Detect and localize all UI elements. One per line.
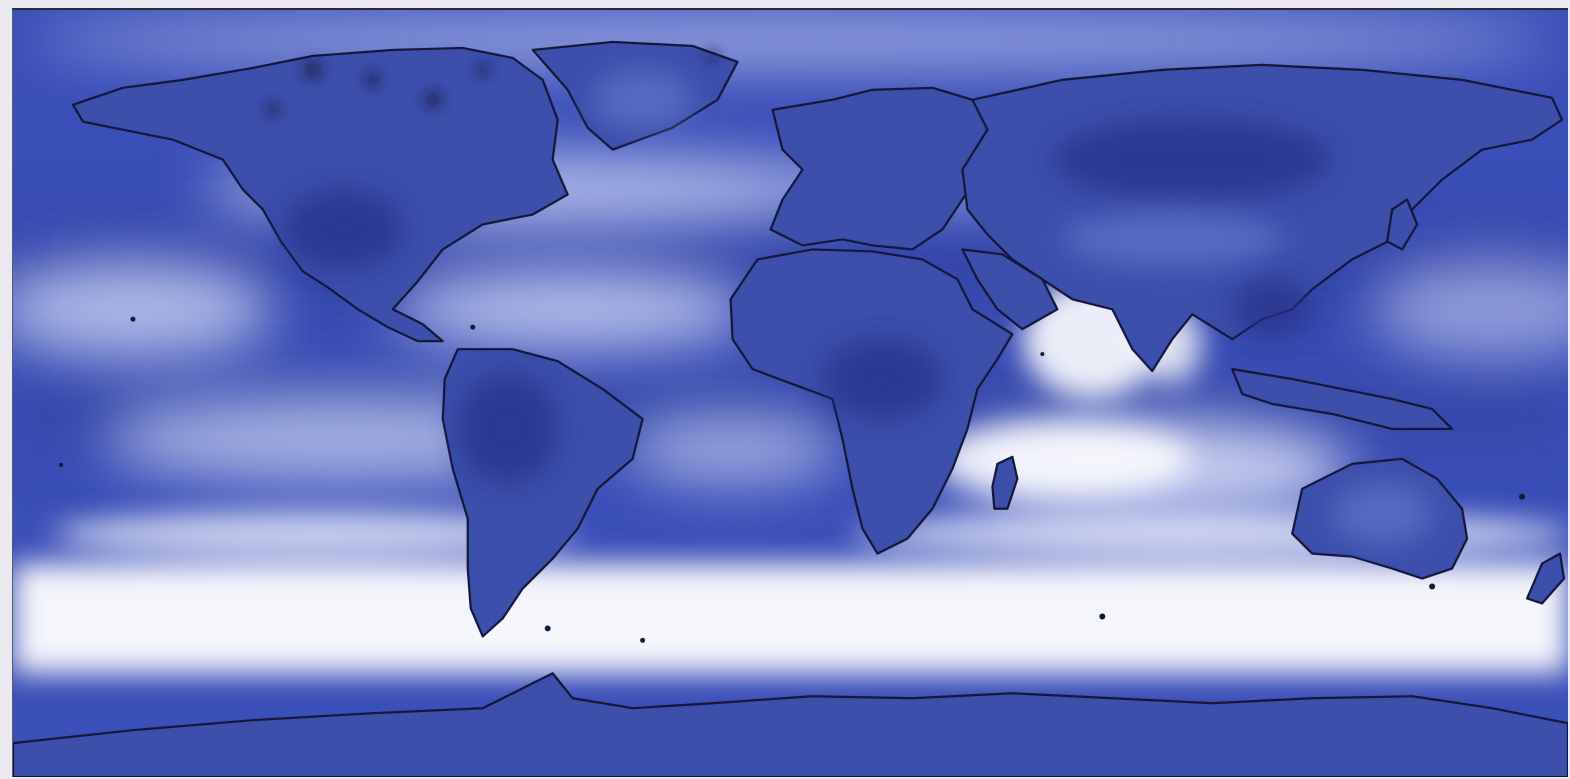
coastline-islands xyxy=(265,48,719,117)
land-light-regions xyxy=(592,69,1433,544)
land-europe xyxy=(769,86,999,251)
land-japan xyxy=(1386,198,1419,251)
land-madagascar xyxy=(991,455,1019,510)
field-high-bands xyxy=(13,279,1568,674)
map-frame xyxy=(12,8,1568,777)
land-antarctica xyxy=(13,672,1568,777)
land-dark-regions xyxy=(282,119,1333,484)
small-islands xyxy=(58,316,1526,643)
land-new-zealand xyxy=(1525,552,1566,605)
land-arabia xyxy=(961,248,1059,331)
land-indonesia xyxy=(1231,367,1454,431)
world-field-map xyxy=(13,10,1568,777)
